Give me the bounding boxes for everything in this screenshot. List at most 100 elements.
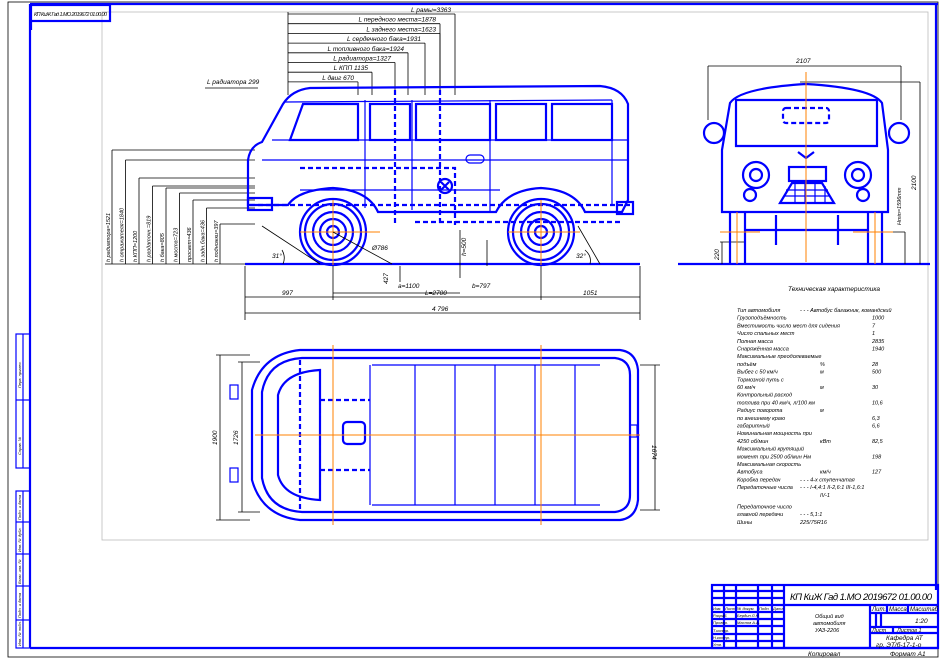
technical-specifications: Техническая характеристика Тип автомобил…	[736, 286, 892, 526]
top-dim-label: L двиг 670	[322, 74, 354, 82]
dept-2: гр. ЭТ/б-17-1-о	[876, 641, 922, 649]
front-view: 2107 2100 Нmin=1596mm 220	[678, 58, 930, 266]
spec-value: 1000	[872, 316, 885, 322]
departure-angle: 32°	[576, 252, 586, 260]
spec-label: габаритный	[737, 423, 770, 430]
spec-value: 6,6	[872, 424, 881, 430]
spec-row: IV-1	[820, 493, 830, 499]
spec-label: Тип автомобиля	[737, 308, 780, 314]
window-2	[414, 102, 492, 142]
spec-value: 10,6	[872, 400, 884, 406]
spec-label: Максимальный крутящий	[737, 446, 804, 453]
mirror-right	[887, 121, 911, 145]
spec-unit: - - - 5,1:1	[800, 512, 822, 518]
height-dim-label: h моста=723	[174, 227, 180, 262]
height-dim-label: h раздаточн.=819	[147, 216, 153, 262]
spec-unit: м	[820, 370, 824, 376]
spec-label: Радиус поворота	[737, 408, 782, 414]
spec-label: Число спальных мест	[737, 331, 795, 337]
roof-hatch	[341, 420, 367, 446]
spec-row: главной передачи - - - 5,1:1	[737, 511, 822, 518]
spec-label: Автобуса	[736, 470, 763, 476]
outer-frame	[7, 1, 939, 658]
spec-value: 127	[872, 470, 882, 476]
height-dim-label: просвет=436	[187, 226, 193, 262]
spec-value: 500	[872, 370, 882, 376]
dim-front-overhang: 997	[282, 290, 293, 297]
spec-unit: м	[820, 385, 824, 391]
spec-row: Максимальный крутящий	[737, 446, 804, 453]
spec-unit: IV-1	[820, 493, 830, 499]
spec-label: подъём	[737, 362, 757, 368]
spec-label: Максимальная скорость	[737, 462, 801, 468]
strip-label: Взам. инв. №	[17, 559, 22, 584]
spec-label: Снаряжённая масса	[737, 347, 789, 353]
tb-header: Дата	[772, 606, 784, 611]
height-dim-label: h радиатора=1521	[106, 213, 112, 262]
spec-row: Коробка передач- - - 4-х ступенчатая	[737, 477, 855, 483]
spec-unit: %	[820, 362, 825, 368]
spec-row: подъём% 28	[737, 362, 879, 368]
window-1	[368, 102, 412, 142]
spec-value: 1940	[872, 347, 885, 353]
strip-label: Перв. примен.	[17, 361, 22, 388]
sheets-label: Листов 1	[896, 628, 922, 634]
front-height-dim: 2100	[911, 175, 918, 191]
tb-role: Разраб.	[713, 613, 727, 618]
spec-label: Полная масса	[737, 339, 773, 345]
spec-value: 1	[872, 331, 875, 337]
strip-label: Инв. № подл.	[17, 621, 22, 646]
headlight-left	[741, 160, 771, 190]
tb-role: Н.контр.	[713, 635, 730, 640]
spec-label: 60 км/ч	[737, 385, 756, 391]
title-block: КП КиЖ Гад 1.МО 2019672 01.00.00 Общий в…	[710, 583, 940, 658]
title-code: КП КиЖ Гад 1.МО 2019672 01.00.00	[790, 592, 933, 603]
tb-header: Изм.	[713, 606, 722, 611]
spec-value: 198	[872, 454, 882, 460]
tb-person: Маслов А.А.	[737, 620, 760, 625]
plan-track: 1674	[650, 445, 657, 460]
format-label: Формат A1	[890, 651, 926, 658]
dim-total-length: 4 796	[432, 306, 449, 313]
spec-row: Тип автомобиля- - - Автобус багажник, ко…	[737, 307, 892, 314]
spec-unit: - - - 4-х ступенчатая	[800, 477, 855, 483]
dim-h: h=500	[461, 237, 468, 256]
top-dim-label: L заднего места=1623	[366, 25, 436, 33]
spec-label: Тормозной путь с	[737, 376, 784, 383]
top-dim-label: L рамы=3363	[411, 7, 451, 14]
specs-title: Техническая характеристика	[788, 286, 880, 293]
spec-label: главной передачи	[737, 511, 783, 518]
spec-label: Контрольный расход	[737, 392, 792, 399]
plan-view: 1900 1726 1674	[212, 345, 660, 525]
spec-unit: кВт	[820, 439, 831, 445]
scale-value: 1:20	[915, 618, 928, 625]
dept-1: Кафедра АТ	[886, 634, 924, 642]
strip-label: Подп. и дата	[17, 494, 22, 520]
spec-row: Максимальные преодолеваемые	[737, 354, 822, 360]
front-body	[720, 82, 890, 214]
top-dim-label: L радиатора=1327	[333, 55, 391, 63]
spec-unit: - - - I-4,4:1 II-2,6:1 III-1,6:1	[800, 485, 865, 491]
spec-row: Передаточные числа- - - I-4,4:1 II-2,6:1…	[737, 485, 865, 491]
inner-frame	[28, 2, 938, 650]
mass-label: Масса	[889, 607, 907, 613]
spec-label: Вместимость число мест для сидения	[737, 323, 840, 329]
height-dim-label: h КПП=1200	[133, 230, 139, 262]
tb-header: Подп.	[759, 606, 770, 611]
windshield-side	[288, 102, 360, 142]
tb-role: Утв.	[713, 642, 722, 647]
spec-value: 28	[871, 362, 879, 368]
spec-value: 6,3	[872, 416, 881, 422]
spec-row: Тормозной путь с	[737, 376, 784, 383]
fuel-cap-icon	[436, 177, 454, 195]
